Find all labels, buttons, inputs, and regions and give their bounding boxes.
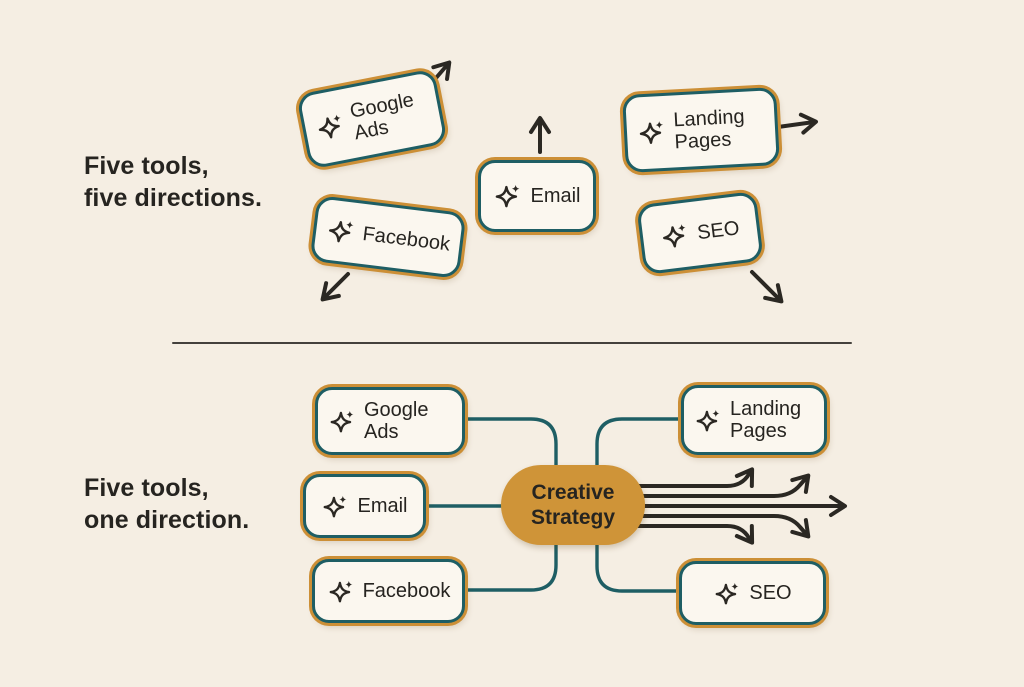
tool-label: Facebook [361,222,452,256]
tool-label: Facebook [362,580,451,602]
top-heading: Five tools, five directions. [84,150,262,214]
arrow-right-icon [776,112,818,135]
bottom-heading-line1: Five tools, [84,474,209,502]
sparkle-icon [330,410,354,432]
connector-seo [595,540,683,593]
bottom-heading-line2: one direction. [84,506,250,534]
sparkle-icon [318,114,341,139]
bottom-heading: Five tools, one direction. [84,472,249,536]
tool-box-seo-scattered: SEO [636,190,764,276]
top-heading-line2: five directions. [84,184,263,212]
connector-landing-pages [595,417,685,470]
hub-label-line2: Strategy [530,506,616,529]
sparkle-icon [663,224,687,248]
sparkle-icon [696,409,720,431]
tool-label: SEO [696,217,741,245]
hub-label-line1: Creative [531,481,615,504]
sparkle-icon [328,220,354,243]
tool-box-landing-pages-scattered: Landing Pages [622,87,780,173]
tool-label: Google Ads [348,88,416,145]
output-arrow-up-right-short-icon [613,467,755,488]
tool-box-facebook-aligned: Facebook [312,559,465,623]
tool-box-google-ads-scattered: Google Ads [296,68,448,170]
tool-label: Landing Pages [730,398,802,442]
arrow-down-left-icon [320,272,350,302]
sparkle-icon [639,121,664,144]
output-arrow-down-right-short-icon [613,524,755,545]
tool-label: Email [357,495,408,517]
tool-box-facebook-scattered: Facebook [309,195,467,279]
output-arrow-down-right-long-icon [613,514,811,539]
tool-label: SEO [749,582,792,604]
output-arrow-up-right-long-icon [613,473,811,498]
sparkle-icon [715,582,739,604]
tool-label: Google Ads [364,399,429,443]
sparkle-icon [324,495,347,517]
tool-box-email-aligned: Email [303,474,426,538]
tool-label: Landing Pages [672,105,746,154]
tool-box-landing-pages-aligned: Landing Pages [681,385,827,455]
top-heading-line1: Five tools, [84,152,209,180]
sparkle-icon [496,184,520,208]
connector-google-ads [462,417,558,470]
tool-box-seo-aligned: SEO [679,561,826,625]
tool-box-email-scattered: Email [478,160,596,232]
section-divider [172,342,852,345]
arrow-down-right-icon [750,270,784,304]
tool-box-google-ads-aligned: Google Ads [315,387,465,455]
tool-label: Email [530,185,581,207]
creative-strategy-hub: Creative Strategy [501,465,645,545]
connector-facebook [462,540,558,592]
sparkle-icon [329,580,353,602]
